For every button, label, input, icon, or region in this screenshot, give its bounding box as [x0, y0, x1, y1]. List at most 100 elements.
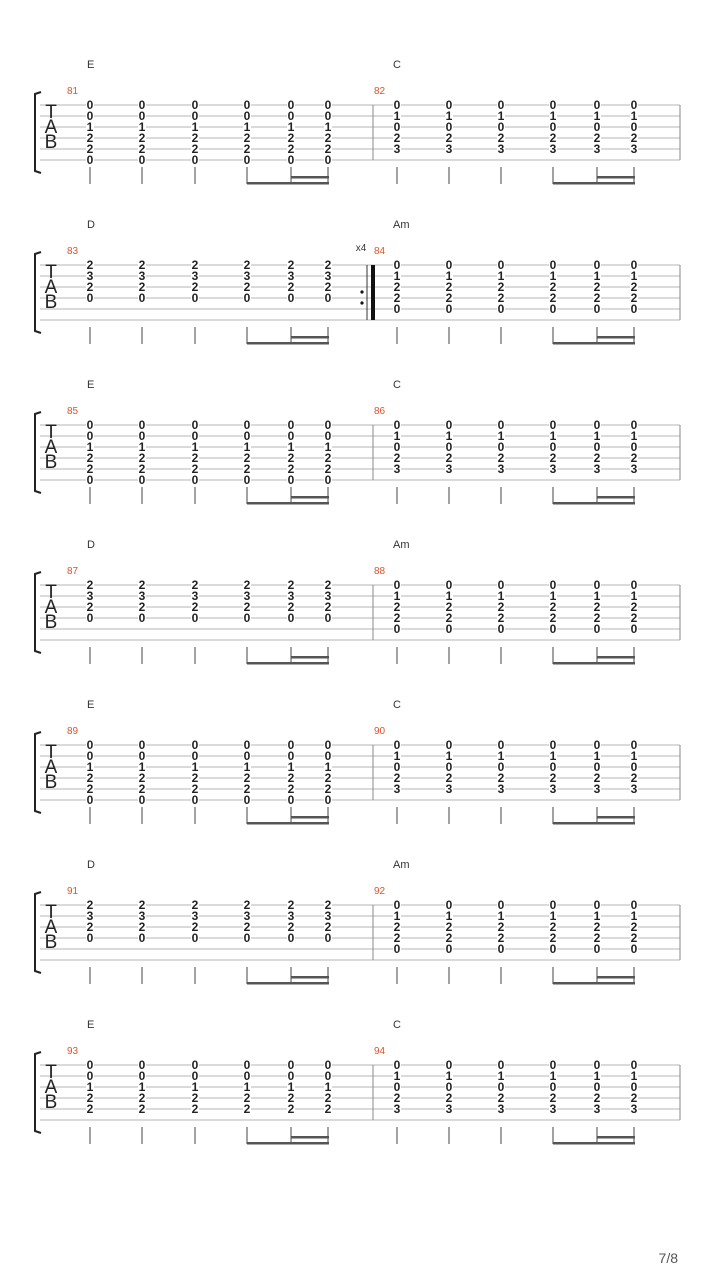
fret-bg	[549, 740, 557, 750]
fret-bg	[630, 293, 638, 303]
fret-bg	[243, 1093, 251, 1103]
fret-bg	[630, 624, 638, 634]
measure-number: 90	[374, 726, 386, 737]
fret-bg	[287, 900, 295, 910]
fret-number: 0	[631, 440, 638, 454]
fret-number: 2	[594, 611, 601, 625]
fret-number: 0	[87, 418, 94, 432]
fret-number: 2	[192, 578, 199, 592]
fret-bg	[138, 1093, 146, 1103]
fret-number: 1	[631, 269, 638, 283]
fret-bg	[393, 751, 401, 761]
fret-bg	[497, 144, 505, 154]
fret-bg	[445, 1071, 453, 1081]
fret-bg	[324, 282, 332, 292]
sixteenth-beam	[597, 1136, 635, 1139]
fret-number: 0	[244, 429, 251, 443]
fret-bg	[86, 464, 94, 474]
fret-bg	[324, 442, 332, 452]
fret-bg	[549, 922, 557, 932]
fret-bg	[287, 740, 295, 750]
fret-number: 2	[244, 771, 251, 785]
fret-bg	[549, 580, 557, 590]
fret-number: 0	[192, 1058, 199, 1072]
fret-bg	[86, 784, 94, 794]
fret-number: 2	[394, 600, 401, 614]
fret-number: 2	[288, 131, 295, 145]
fret-bg	[497, 100, 505, 110]
fret-bg	[393, 624, 401, 634]
fret-number: 0	[87, 1058, 94, 1072]
fret-number: 2	[192, 920, 199, 934]
fret-number: 0	[325, 749, 332, 763]
fret-bg	[287, 100, 295, 110]
fret-bg	[243, 762, 251, 772]
fret-bg	[324, 1093, 332, 1103]
fret-bg	[287, 762, 295, 772]
fret-number: 0	[594, 440, 601, 454]
fret-number: 3	[192, 269, 199, 283]
fret-number: 1	[594, 749, 601, 763]
fret-bg	[593, 933, 601, 943]
fret-bg	[324, 933, 332, 943]
fret-bg	[86, 453, 94, 463]
fret-number: 2	[498, 280, 505, 294]
fret-number: 2	[631, 771, 638, 785]
fret-bg	[497, 282, 505, 292]
fret-number: 0	[394, 1058, 401, 1072]
fret-bg	[243, 464, 251, 474]
fret-number: 2	[139, 600, 146, 614]
fret-number: 2	[244, 258, 251, 272]
chord-name: Am	[393, 859, 410, 871]
fret-bg	[191, 111, 199, 121]
fret-number: 0	[139, 611, 146, 625]
fret-number: 3	[446, 142, 453, 156]
tab-clef-letter: A	[45, 437, 58, 458]
fret-number: 1	[550, 429, 557, 443]
fret-bg	[393, 122, 401, 132]
fret-bg	[497, 922, 505, 932]
fret-bg	[393, 453, 401, 463]
fret-bg	[86, 1082, 94, 1092]
fret-bg	[393, 1071, 401, 1081]
fret-number: 1	[550, 909, 557, 923]
fret-bg	[630, 133, 638, 143]
fret-number: 3	[446, 1102, 453, 1116]
fret-bg	[191, 431, 199, 441]
fret-number: 2	[394, 291, 401, 305]
fret-bg	[191, 282, 199, 292]
sixteenth-beam	[597, 336, 635, 339]
fret-bg	[243, 602, 251, 612]
fret-number: 0	[288, 611, 295, 625]
fret-bg	[593, 1060, 601, 1070]
tab-clef-letter: B	[45, 132, 58, 153]
fret-number: 1	[550, 749, 557, 763]
fret-bg	[138, 475, 146, 485]
fret-bg	[138, 111, 146, 121]
sixteenth-beam	[291, 976, 329, 979]
fret-number: 0	[244, 611, 251, 625]
fret-number: 2	[192, 258, 199, 272]
fret-number: 0	[139, 793, 146, 807]
fret-number: 1	[394, 109, 401, 123]
fret-bg	[630, 1093, 638, 1103]
fret-number: 2	[446, 451, 453, 465]
fret-number: 3	[550, 1102, 557, 1116]
fret-number: 1	[446, 1069, 453, 1083]
fret-number: 0	[550, 738, 557, 752]
repeat-barline-thick	[371, 265, 375, 320]
fret-bg	[138, 740, 146, 750]
fret-bg	[497, 271, 505, 281]
fret-bg	[593, 602, 601, 612]
fret-bg	[86, 740, 94, 750]
fret-number: 2	[631, 611, 638, 625]
fret-number: 2	[288, 258, 295, 272]
fret-number: 2	[550, 931, 557, 945]
fret-number: 3	[139, 909, 146, 923]
fret-bg	[324, 144, 332, 154]
fret-bg	[243, 155, 251, 165]
fret-number: 1	[631, 109, 638, 123]
fret-number: 0	[446, 942, 453, 956]
fret-bg	[324, 431, 332, 441]
fret-bg	[191, 271, 199, 281]
